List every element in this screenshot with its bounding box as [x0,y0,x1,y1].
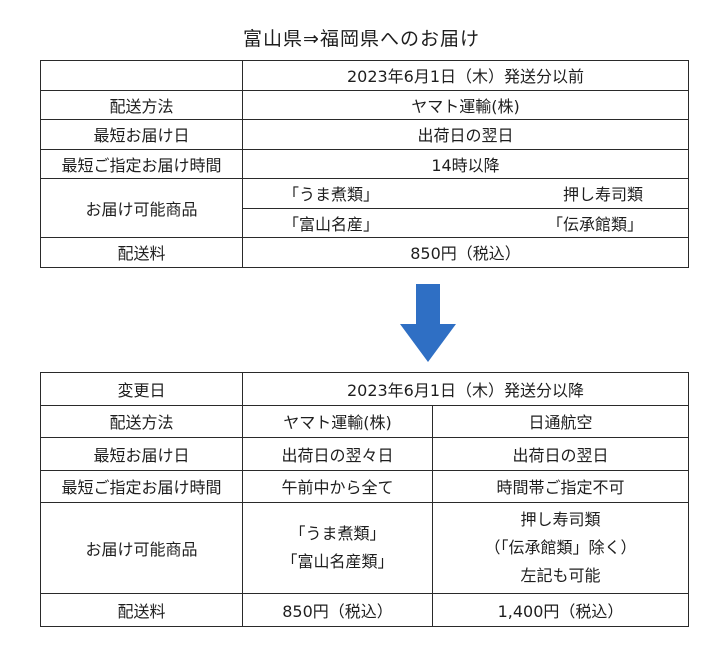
row-value: 出荷日の翌々日 [242,437,433,471]
table-row: お届け可能商品 「うま煮類」 「富山名産類」 押し寿司類 （「伝承館類」除く） … [40,502,689,594]
product-item: （「伝承館類」除く） [484,538,637,557]
row-label: お届け可能商品 [40,178,243,238]
row-label: 配送料 [40,237,243,268]
products-row-2: 「富山名産」 「伝承館類」 [242,207,689,238]
row-label: 最短ご指定お届け時間 [40,469,243,503]
table-row: 最短ご指定お届け時間 午前中から全て 時間帯ご指定不可 [40,469,689,503]
row-label: 配送方法 [40,404,243,438]
row-value: 850円（税込） [242,237,689,268]
products-nittsu: 押し寿司類 （「伝承館類」除く） 左記も可能 [432,502,689,594]
table-row: 「富山名産」 「伝承館類」 [41,207,689,238]
products-yamato: 「うま煮類」 「富山名産類」 [242,502,433,594]
product-item: 押し寿司類 [562,185,643,205]
table-row: 配送方法 ヤマト運輸(株) [40,89,689,120]
table-row: お届け可能商品 「うま煮類」 押し寿司類 [40,178,689,238]
row-value: 午前中から全て [242,469,433,503]
row-label: お届け可能商品 [40,502,243,594]
row-value: 出荷日の翌日 [242,119,689,150]
carrier-nittsu: 日通航空 [432,404,689,438]
table-row: 最短お届け日 出荷日の翌々日 出荷日の翌日 [40,437,689,471]
page-title: 富山県⇒福岡県へのお届け [243,28,480,50]
row-value: 1,400円（税込） [432,593,689,627]
row-value: 14時以降 [242,148,689,179]
row-value: 出荷日の翌日 [432,437,689,471]
table-row: 2023年6月1日（木）発送分以前 [40,60,689,91]
carrier-yamato: ヤマト運輸(株) [242,404,433,438]
row-value: 850円（税込） [242,593,433,627]
table-after-change: 変更日 2023年6月1日（木）発送分以降 配送方法 ヤマト運輸(株) 日通航空… [40,372,689,627]
products-row-1: 「うま煮類」 押し寿司類 [242,178,689,209]
table-row: 配送方法 ヤマト運輸(株) 日通航空 [40,404,689,438]
after-header: 2023年6月1日（木）発送分以降 [242,372,689,406]
product-item: 押し寿司類 [520,510,601,529]
before-header: 2023年6月1日（木）発送分以前 [242,60,689,91]
product-item: 「うま煮類」 [289,524,386,543]
product-item: 「伝承館類」 [546,214,643,234]
product-item: 「富山名産類」 [281,552,394,571]
row-label: 変更日 [40,372,243,406]
table-before-change: 2023年6月1日（木）発送分以前 配送方法 ヤマト運輸(株) 最短お届け日 出… [40,60,689,268]
row-label: 最短お届け日 [40,437,243,471]
product-item: 左記も可能 [520,566,601,585]
row-label: 最短ご指定お届け時間 [40,148,243,179]
down-arrow-icon [400,284,456,362]
empty-cell [40,60,243,91]
row-value: ヤマト運輸(株) [242,89,689,120]
product-item: 「うま煮類」 [283,185,380,205]
table-row: 変更日 2023年6月1日（木）発送分以降 [40,372,689,406]
product-item: 「富山名産」 [283,214,380,234]
table-row: 最短ご指定お届け時間 14時以降 [40,148,689,179]
row-value: 時間帯ご指定不可 [432,469,689,503]
table-row: 配送料 850円（税込） [40,237,689,268]
table-row: 配送料 850円（税込） 1,400円（税込） [40,593,689,627]
row-label: 最短お届け日 [40,119,243,150]
row-label: 配送料 [40,593,243,627]
table-row: 最短お届け日 出荷日の翌日 [40,119,689,150]
row-label: 配送方法 [40,89,243,120]
